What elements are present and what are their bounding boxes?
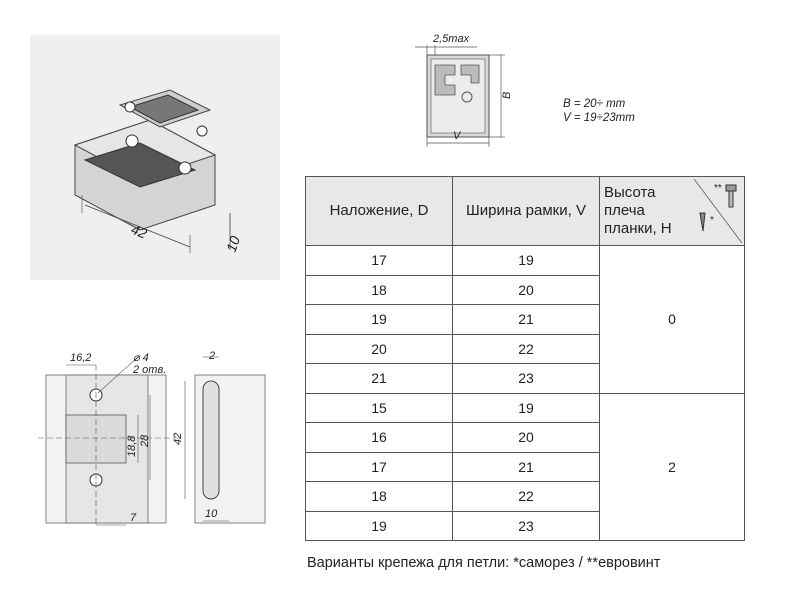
height-cell: 2 <box>599 392 745 541</box>
plan-dim-18-8-label: 18,8 <box>126 435 138 457</box>
table-cell: 20 <box>452 274 600 305</box>
profile-max-label: 2,5max <box>432 33 470 45</box>
fastener-note: Варианты крепежа для петли: *саморез / *… <box>307 555 661 571</box>
plan-view-drawing: 16,2 ⌀ 4 2 отв. 18,8 28 7 <box>38 352 178 526</box>
spec-table: Наложение, D Ширина рамки, V Высота плеч… <box>305 176 745 541</box>
table-cell: 20 <box>452 422 600 453</box>
table-cell: 17 <box>305 245 453 276</box>
plan-width-label: 16,2 <box>70 352 91 364</box>
screw-icon: ** * <box>694 179 742 243</box>
header-height: Высота плеча планки, H ** * <box>599 176 745 246</box>
table-cell: 22 <box>452 481 600 512</box>
formula-b: B = 20÷ mm <box>563 98 626 110</box>
height-cell: 0 <box>599 245 745 394</box>
table-cell: 19 <box>452 245 600 276</box>
formula-v: V = 19÷23mm <box>563 112 635 124</box>
side-dim-42-label: 42 <box>172 433 184 445</box>
header-height-label: Высота плеча планки, H <box>604 184 672 237</box>
side-view-drawing: 2 42 10 <box>172 350 266 524</box>
profile-v-label: V <box>453 130 462 142</box>
iso-length-label: 42 <box>129 221 150 242</box>
plan-dim-7-label: 7 <box>130 512 137 524</box>
dimension-formulas: B = 20÷ mm V = 19÷23mm <box>563 97 635 125</box>
table-cell: 20 <box>305 333 453 364</box>
table-cell: 22 <box>452 333 600 364</box>
isometric-plate-drawing: 42 10 <box>30 35 280 280</box>
table-cell: 19 <box>452 392 600 423</box>
side-dim-10-label: 10 <box>205 508 218 520</box>
table-cell: 17 <box>305 451 453 482</box>
table-cell: 18 <box>305 481 453 512</box>
table-cell: 23 <box>452 363 600 394</box>
iso-height-label: 10 <box>223 234 243 254</box>
table-cell: 18 <box>305 274 453 305</box>
plan-hole-count-label: 2 отв. <box>132 364 166 376</box>
side-dim-2-label: 2 <box>208 350 215 362</box>
table-cell: 23 <box>452 510 600 541</box>
profile-b-label: B <box>501 92 513 99</box>
table-cell: 19 <box>305 304 453 335</box>
profile-section-drawing: 2,5max B V <box>415 33 513 147</box>
header-overlay: Наложение, D <box>305 176 453 246</box>
plan-dim-28-label: 28 <box>139 434 151 448</box>
table-cell: 21 <box>305 363 453 394</box>
table-cell: 21 <box>452 451 600 482</box>
header-frame-width: Ширина рамки, V <box>452 176 600 246</box>
icon-double-star: ** <box>714 183 722 194</box>
table-cell: 16 <box>305 422 453 453</box>
table-cell: 15 <box>305 392 453 423</box>
plan-hole-dia-label: ⌀ 4 <box>133 352 149 364</box>
table-cell: 21 <box>452 304 600 335</box>
icon-single-star: * <box>710 215 714 226</box>
table-cell: 19 <box>305 510 453 541</box>
